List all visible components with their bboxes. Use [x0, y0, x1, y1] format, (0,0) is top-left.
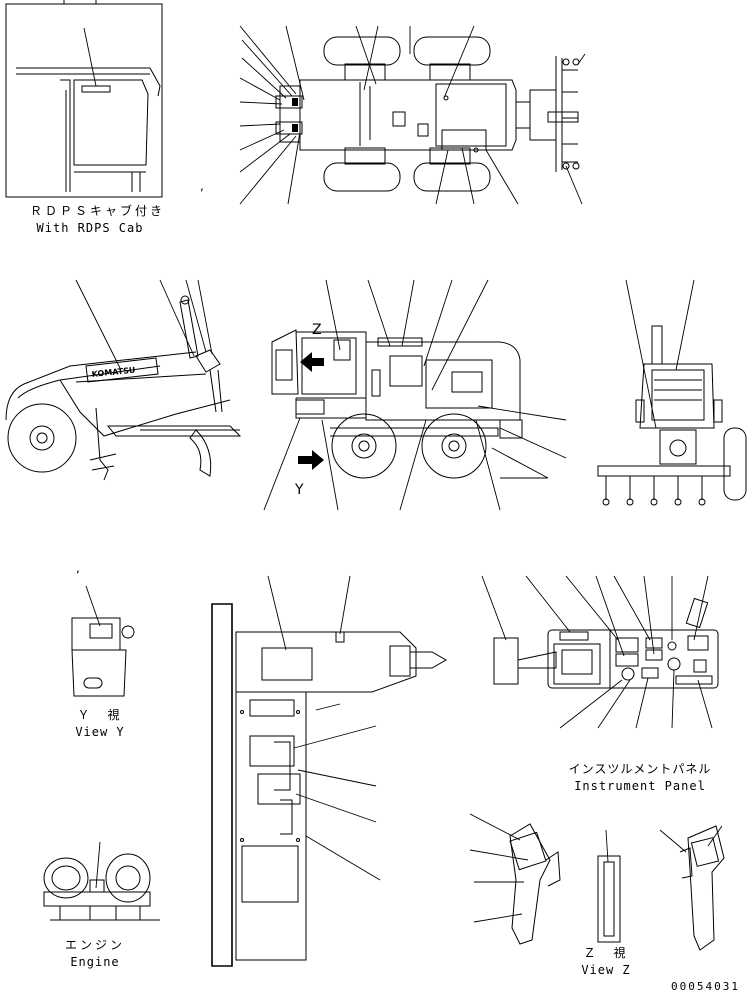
view-y-drawing: ,: [72, 561, 134, 696]
rops-cab-label-ja: ＲＤＰＳキャブ付き: [30, 204, 166, 218]
view-z-label-ja: Ｚ 視: [583, 946, 629, 960]
machine-rear-view: [598, 280, 746, 505]
stray-mark-middle: ,: [76, 561, 80, 575]
view-z-label-en: View Z: [581, 963, 631, 977]
instrument-panel-drawing: [482, 576, 718, 728]
instrument-panel-label-en: Instrument Panel: [574, 779, 706, 793]
machine-top-view: [240, 26, 585, 204]
view-z-drawing: [470, 814, 724, 950]
engine-label-en: Engine: [70, 955, 120, 969]
y-view-marker: Y: [294, 482, 304, 498]
view-y-label-en: View Y: [75, 725, 125, 739]
instrument-panel-label-ja: インスツルメントパネル: [568, 762, 712, 776]
machine-side-view: KOMATSU: [6, 280, 566, 510]
rops-cab-inset: [6, 0, 162, 197]
view-y-label-ja: Ｙ 視: [77, 708, 123, 722]
stray-mark-top: ,: [200, 179, 204, 193]
document-number: 00054031: [671, 980, 740, 993]
control-panel-drawing: [212, 576, 446, 966]
z-view-marker: Z: [312, 322, 322, 338]
engine-drawing: [44, 842, 160, 920]
rops-cab-label-en: With RDPS Cab: [36, 221, 144, 235]
engine-label-ja: エンジン: [64, 938, 125, 952]
